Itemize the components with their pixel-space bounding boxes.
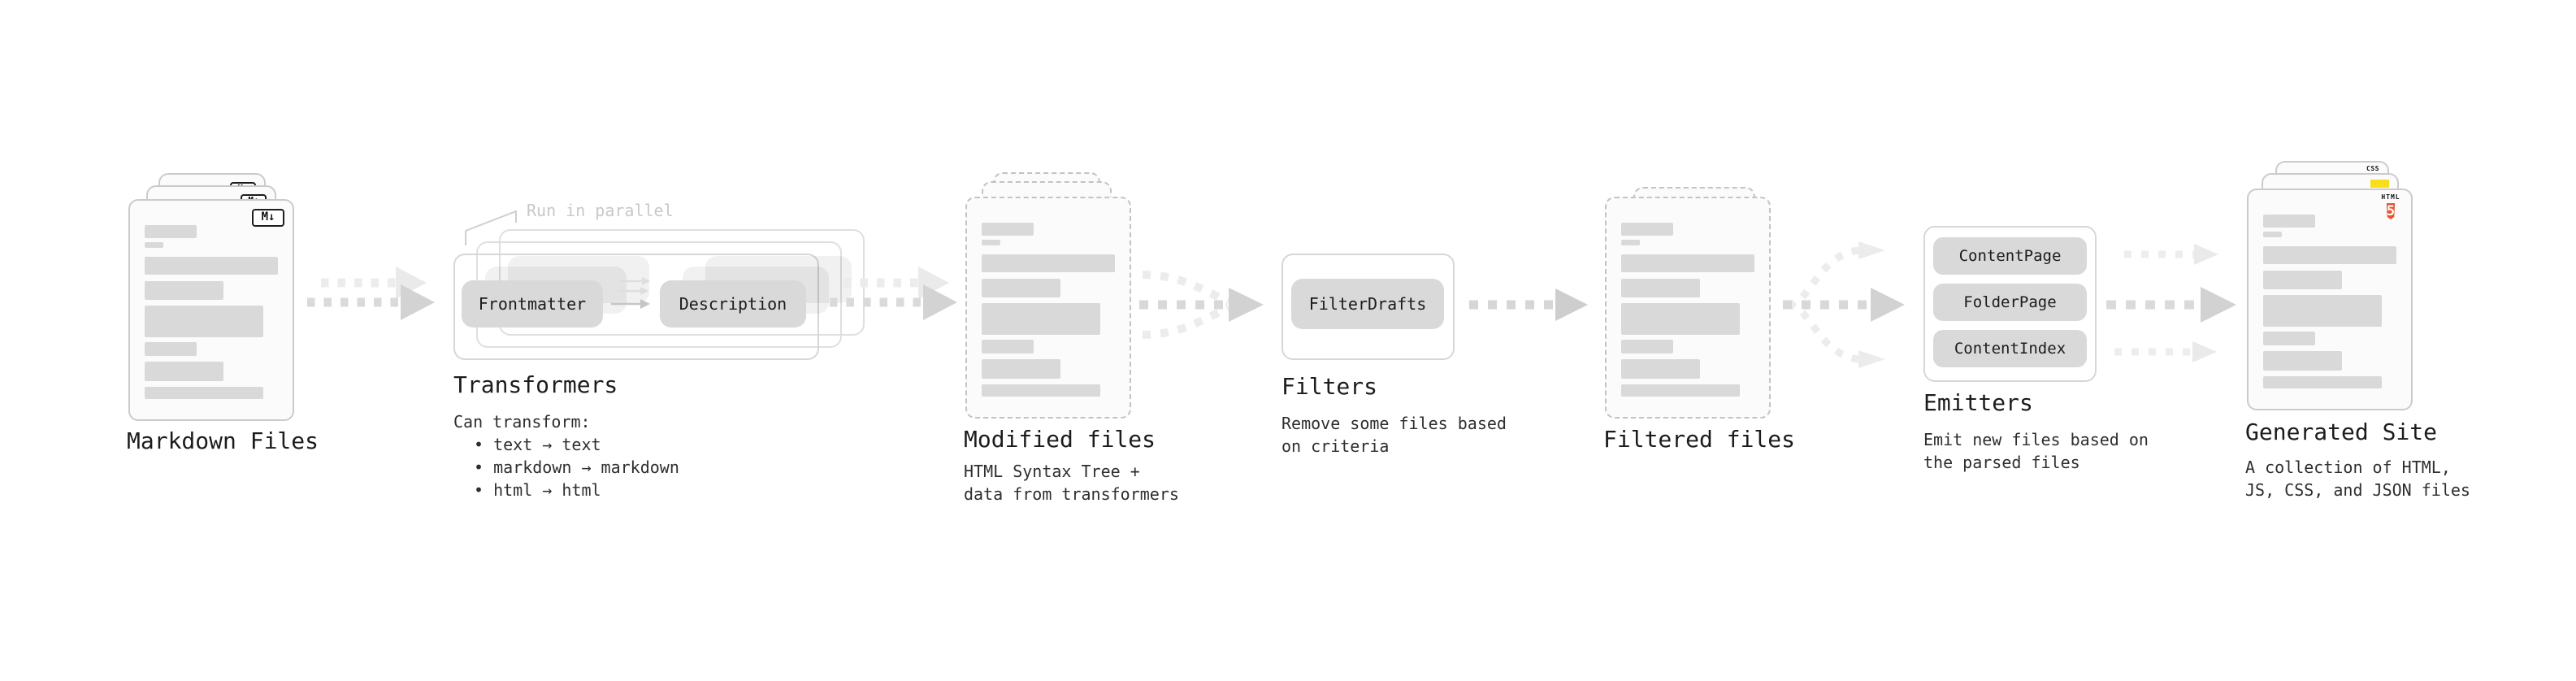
skeleton-line [1621, 340, 1673, 354]
html5-logo-text: HTML [2381, 193, 2400, 201]
modified-file-card-front [965, 197, 1131, 419]
pill-frontmatter: Frontmatter [462, 280, 603, 327]
run-in-parallel-annotation: Run in parallel [527, 201, 674, 220]
skeleton-line [2263, 246, 2396, 264]
skeleton-line [982, 340, 1034, 354]
skeleton-line [982, 303, 1100, 335]
modified-files-caption: HTML Syntax Tree + data from transformer… [964, 460, 1179, 505]
caption-line: A collection of HTML, [2245, 458, 2451, 477]
skeleton-line [2263, 295, 2382, 327]
transformers-caption: Can transform: • text → text • markdown … [453, 410, 679, 501]
modified-files-label: Modified files [964, 426, 1156, 453]
skeleton-line [145, 225, 197, 238]
arrow-transformers-to-modified [830, 267, 957, 320]
skeleton-line [2263, 332, 2315, 345]
caption-line: Can transform: [453, 412, 591, 432]
skeleton-line [1621, 384, 1740, 397]
skeleton-line [2263, 351, 2342, 371]
skeleton-line [1621, 223, 1673, 236]
markdown-file-card-front: M↓ [128, 199, 294, 421]
filtered-files-label: Filtered files [1603, 426, 1796, 453]
filters-caption: Remove some files based on criteria [1281, 412, 1507, 458]
arrow-filtered-to-emitters-fanout [1783, 241, 1905, 368]
skeleton-line [1621, 240, 1640, 245]
markdown-files-label: Markdown Files [127, 427, 319, 454]
pill-description: Description [660, 280, 806, 327]
skeleton-line [145, 342, 197, 356]
skeleton-line [982, 223, 1034, 236]
caption-line: • html → html [474, 480, 601, 500]
transformer-box-front [453, 254, 819, 360]
skeleton-line [982, 359, 1060, 379]
skeleton-line [145, 306, 263, 337]
skeleton-line [1621, 303, 1740, 335]
html5-shield: 5 [2386, 203, 2396, 219]
arrow-markdown-to-transformers [307, 267, 435, 320]
caption-line: HTML Syntax Tree + [964, 462, 1140, 481]
skeleton-line [2263, 271, 2342, 289]
generated-file-card-html: HTML 5 [2247, 189, 2413, 410]
skeleton-line [145, 362, 223, 381]
skeleton-line [2263, 376, 2382, 388]
run-in-parallel-callout-line [465, 210, 517, 245]
arrow-modified-to-filters-merge [1139, 271, 1264, 339]
skeleton-line [2263, 232, 2282, 237]
pill-filterdrafts: FilterDrafts [1291, 279, 1444, 329]
skeleton-line [145, 242, 163, 248]
skeleton-line [1621, 359, 1700, 379]
caption-line: Emit new files based on [1923, 430, 2149, 449]
skeleton-line [145, 257, 278, 275]
arrow-filters-to-filtered [1469, 288, 1588, 321]
markdown-icon: M↓ [252, 209, 284, 227]
skeleton-line [982, 254, 1115, 272]
skeleton-line [982, 240, 1000, 245]
caption-line: data from transformers [964, 484, 1179, 504]
caption-line: • text → text [474, 435, 601, 454]
html5-logo-icon: HTML 5 [2379, 193, 2402, 223]
pill-contentindex: ContentIndex [1933, 330, 2087, 367]
emitters-caption: Emit new files based on the parsed files [1923, 428, 2149, 474]
caption-line: on criteria [1281, 436, 1390, 456]
skeleton-line [2263, 215, 2315, 228]
caption-line: the parsed files [1923, 453, 2080, 472]
skeleton-line [982, 279, 1060, 297]
emitters-title: Emitters [1923, 389, 2033, 416]
skeleton-line [1621, 254, 1754, 272]
skeleton-line [145, 387, 263, 399]
css-badge-text: CSS [2366, 165, 2379, 172]
generated-site-caption: A collection of HTML, JS, CSS, and JSON … [2245, 456, 2470, 501]
filters-title: Filters [1281, 373, 1378, 400]
filtered-file-card-front [1605, 197, 1771, 419]
skeleton-line [1621, 279, 1700, 297]
pill-contentpage: ContentPage [1933, 237, 2087, 275]
caption-line: • markdown → markdown [474, 458, 679, 477]
skeleton-line [982, 384, 1100, 397]
arrow-frontmatter-to-description [611, 277, 650, 309]
skeleton-line [145, 281, 223, 300]
js-badge-icon [2370, 180, 2389, 188]
caption-line: Remove some files based [1281, 414, 1507, 433]
pill-folderpage: FolderPage [1933, 284, 2087, 321]
arrow-emitters-to-generated [2106, 244, 2236, 362]
generated-site-label: Generated Site [2245, 419, 2438, 445]
caption-line: JS, CSS, and JSON files [2245, 480, 2470, 500]
transformers-title: Transformers [453, 371, 618, 398]
